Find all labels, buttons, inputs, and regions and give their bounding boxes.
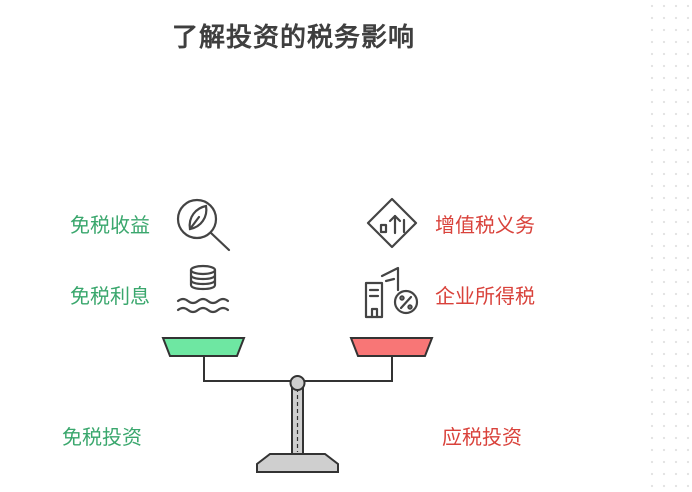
coin-stack-icon [176, 264, 230, 314]
label-vat-obligation: 增值税义务 [435, 213, 535, 237]
value-up-diamond-icon [366, 197, 418, 249]
label-corporate-income-tax: 企业所得税 [435, 284, 535, 308]
label-tax-free-investment: 免税投资 [62, 425, 142, 449]
scale [161, 337, 434, 473]
label-tax-free-income: 免税收益 [70, 213, 150, 237]
dotted-background [646, 0, 692, 492]
tax-building-icon [364, 266, 419, 319]
label-tax-free-interest: 免税利息 [70, 284, 150, 308]
leaf-magnifier-icon [176, 198, 231, 252]
label-taxable-investment: 应税投资 [442, 425, 522, 449]
right-pan [349, 337, 434, 357]
page-title: 了解投资的税务影响 [172, 23, 416, 53]
left-pan [161, 337, 246, 357]
